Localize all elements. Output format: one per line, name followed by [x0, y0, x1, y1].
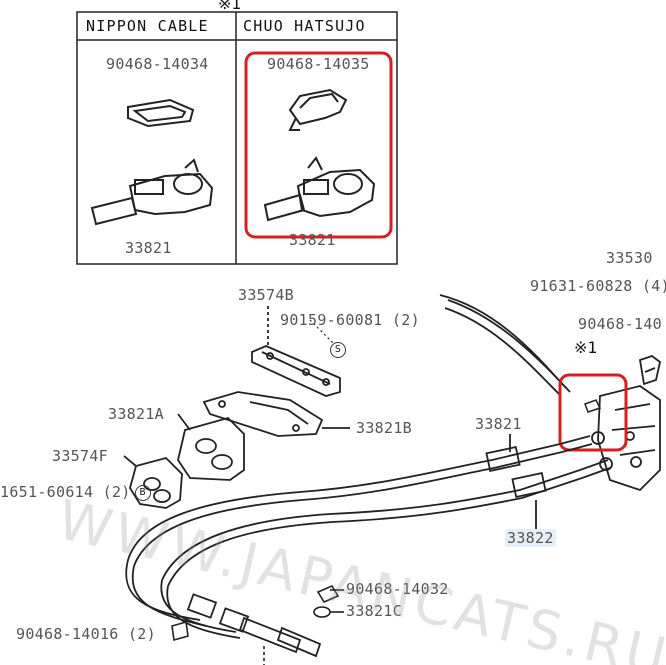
part-label-1651-60614[interactable]: 1651-60614 (2)B — [0, 484, 151, 501]
shift-cables — [125, 431, 613, 658]
part-label-90159-60081-text: 90159-60081 (2) — [280, 311, 420, 329]
part-label-33822-text: 33822 — [505, 529, 556, 547]
nippon-clip — [127, 98, 195, 128]
part-label-33821c[interactable]: 33821C — [346, 602, 402, 620]
part-label-33822[interactable]: 33822 — [505, 529, 556, 547]
grommet-33574f — [123, 455, 183, 509]
circle-b-icon: B — [134, 484, 151, 501]
part-label-33821-chuo[interactable]: 33821 — [289, 231, 336, 249]
chuo-clip — [288, 88, 348, 131]
part-label-33821a[interactable]: 33821A — [108, 405, 164, 423]
circle-s-icon: S — [330, 341, 346, 358]
part-label-1651-60614-text: 1651-60614 (2) — [0, 483, 131, 501]
inset-table — [76, 11, 398, 265]
part-label-33574b[interactable]: 33574B — [238, 286, 294, 304]
circle-s-marker: S — [326, 341, 346, 358]
nippon-cable-header: NIPPON CABLE — [86, 17, 209, 35]
part-label-90468-14035[interactable]: 90468-14035 — [267, 55, 370, 73]
inset-ref-mark: ※1 — [218, 0, 242, 13]
part-label-90468-14034[interactable]: 90468-14034 — [106, 55, 209, 73]
part-label-33530[interactable]: 33530 — [606, 249, 653, 267]
ref-mark-1: ※1 — [574, 338, 598, 357]
part-label-90468-14016[interactable]: 90468-14016 (2) — [16, 625, 156, 643]
highlight-box-main — [558, 373, 628, 452]
part-label-33821[interactable]: 33821 — [475, 415, 522, 433]
part-label-90159-60081[interactable]: 90159-60081 (2) — [280, 312, 420, 329]
part-label-33821b[interactable]: 33821B — [356, 419, 412, 437]
part-label-91631-60828[interactable]: 91631-60828 (4) — [530, 277, 666, 295]
shift-lever-housing — [439, 294, 662, 492]
bracket-33574b — [251, 306, 341, 397]
small-parts-bottom — [171, 584, 344, 665]
chuo-cable-end — [263, 156, 376, 222]
bracket-33821b — [202, 391, 350, 437]
chuo-hatsujo-header: CHUO HATSUJO — [243, 17, 366, 35]
part-label-33574f[interactable]: 33574F — [52, 447, 108, 465]
clip-in-box — [584, 399, 602, 413]
part-label-90468-140[interactable]: 90468-140 — [578, 315, 662, 333]
grommet-33821a — [177, 413, 245, 481]
part-label-33821-nippon[interactable]: 33821 — [125, 239, 172, 257]
part-label-90468-14032[interactable]: 90468-14032 — [346, 580, 449, 598]
highlight-box-inset — [244, 51, 393, 239]
nippon-cable-end — [90, 158, 214, 226]
